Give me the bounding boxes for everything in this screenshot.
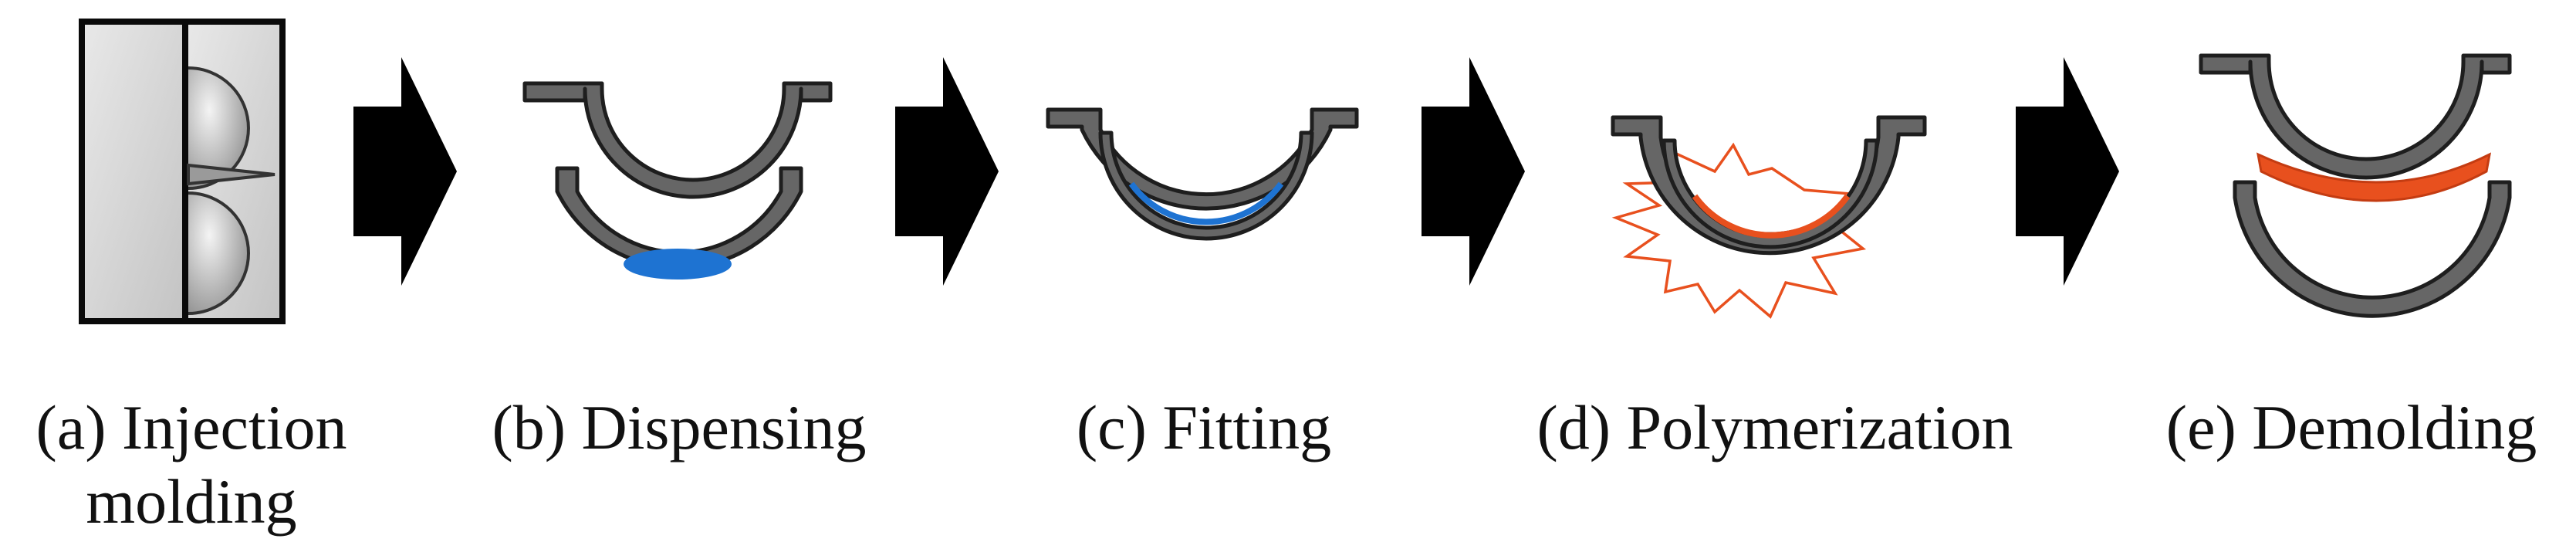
step-label-fitting: (c) Fitting (1076, 392, 1332, 462)
step-label-injection-molding: (a) Injection molding (35, 392, 347, 537)
dispensing-mold-icon (522, 81, 833, 280)
step-label-dispensing: (b) Dispensing (492, 392, 867, 462)
process-arrow-icon (1422, 57, 1525, 286)
fitted-mold-icon (1046, 107, 1359, 241)
step-label-demolding: (e) Demolding (2165, 392, 2537, 462)
process-arrow-icon (895, 57, 999, 286)
demolded-lens-icon (2199, 53, 2512, 318)
step-label-polymerization: (d) Polymerization (1536, 392, 2013, 462)
injection-mold-icon (79, 19, 286, 324)
polymerization-mold-icon (1611, 115, 1927, 256)
process-arrow-icon (2016, 57, 2119, 286)
process-arrow-icon (353, 57, 457, 286)
